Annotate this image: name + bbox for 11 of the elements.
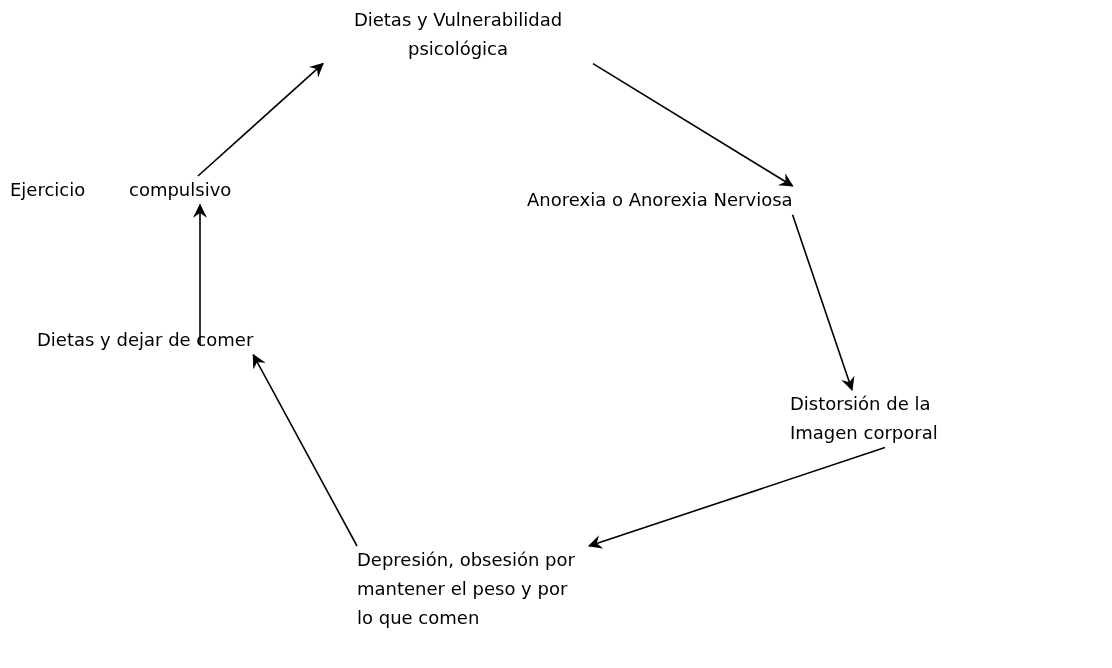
arrow [193,203,207,346]
node-label: Anorexia o Anorexia Nerviosa [527,188,793,212]
node-label: Dietas y Vulnerabilidad psicológica [352,8,564,61]
arrow [252,353,358,547]
arrow [592,62,794,187]
node-label: Distorsión de la Imagen corporal [790,392,939,445]
arrow [791,214,855,392]
node-label: Ejercicio compulsivo [10,178,232,202]
arrow [197,62,324,177]
node-label: Depresión, obsesión por mantener el peso y por lo que comen [357,548,576,630]
arrow [587,446,886,549]
